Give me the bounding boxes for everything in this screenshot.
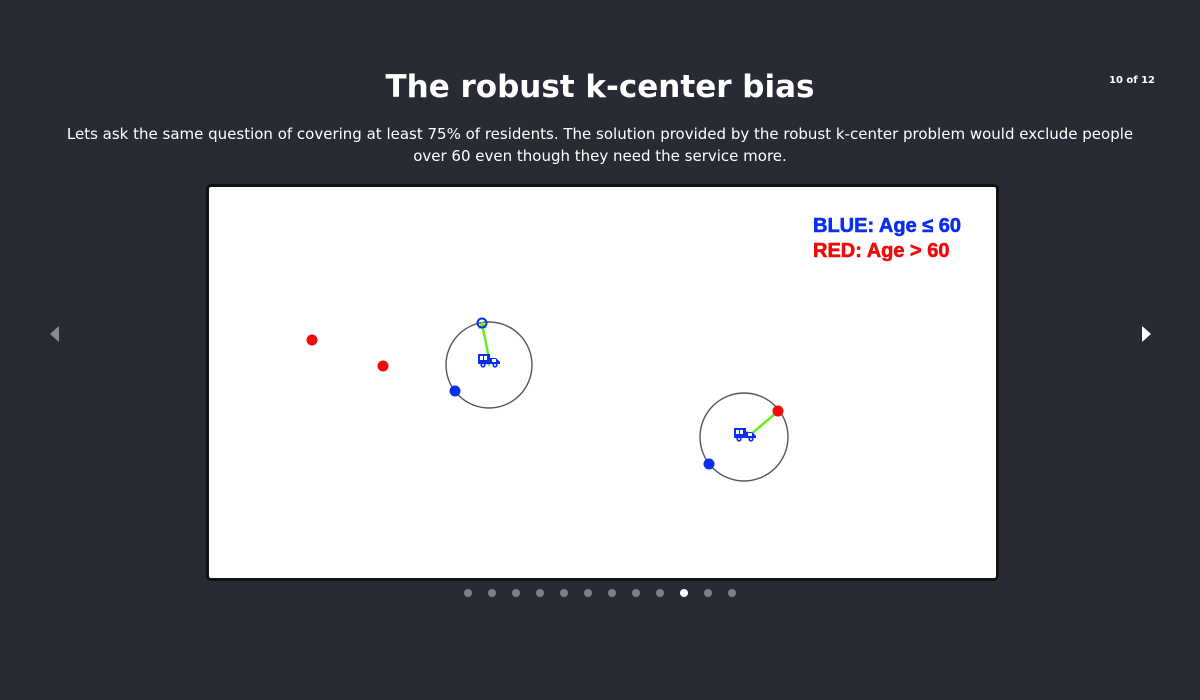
pagination-dot[interactable]: [512, 589, 520, 597]
next-slide-arrow-icon[interactable]: [1142, 326, 1151, 342]
assignment-arrow: [749, 412, 777, 436]
red-resident-point: [306, 334, 318, 346]
slide-title: The robust k-center bias: [385, 69, 815, 105]
slide-pagination: [0, 589, 1200, 597]
pagination-dot[interactable]: [608, 589, 616, 597]
legend-blue-label: BLUE: Age ≤ 60: [813, 215, 961, 237]
previous-slide-arrow-icon[interactable]: [50, 326, 59, 342]
pagination-dot[interactable]: [584, 589, 592, 597]
red-resident-point: [772, 405, 784, 417]
slide-counter: 10 of 12: [1108, 75, 1155, 86]
legend-red-label: RED: Age > 60: [813, 240, 950, 262]
slide-caption: Lets ask the same question of covering a…: [66, 125, 1134, 165]
pagination-dot[interactable]: [704, 589, 712, 597]
pagination-dot[interactable]: [488, 589, 496, 597]
k-center-diagram: BLUE: Age ≤ 60 RED: Age > 60: [306, 215, 961, 482]
pagination-dot-active[interactable]: [680, 589, 688, 597]
pagination-dot[interactable]: [656, 589, 664, 597]
pagination-dot[interactable]: [728, 589, 736, 597]
blue-resident-point: [449, 385, 461, 397]
pagination-dot[interactable]: [464, 589, 472, 597]
blue-resident-point: [476, 317, 488, 329]
ambulance-icon: [734, 428, 756, 442]
assignment-arrow: [480, 323, 491, 359]
pagination-dot[interactable]: [560, 589, 568, 597]
slide-figure: BLUE: Age ≤ 60 RED: Age > 60: [206, 184, 999, 581]
coverage-circle: [445, 321, 533, 409]
coverage-circle: [699, 392, 789, 482]
red-resident-point: [377, 360, 389, 372]
pagination-dot[interactable]: [536, 589, 544, 597]
pagination-dot[interactable]: [632, 589, 640, 597]
blue-resident-point: [703, 458, 715, 470]
